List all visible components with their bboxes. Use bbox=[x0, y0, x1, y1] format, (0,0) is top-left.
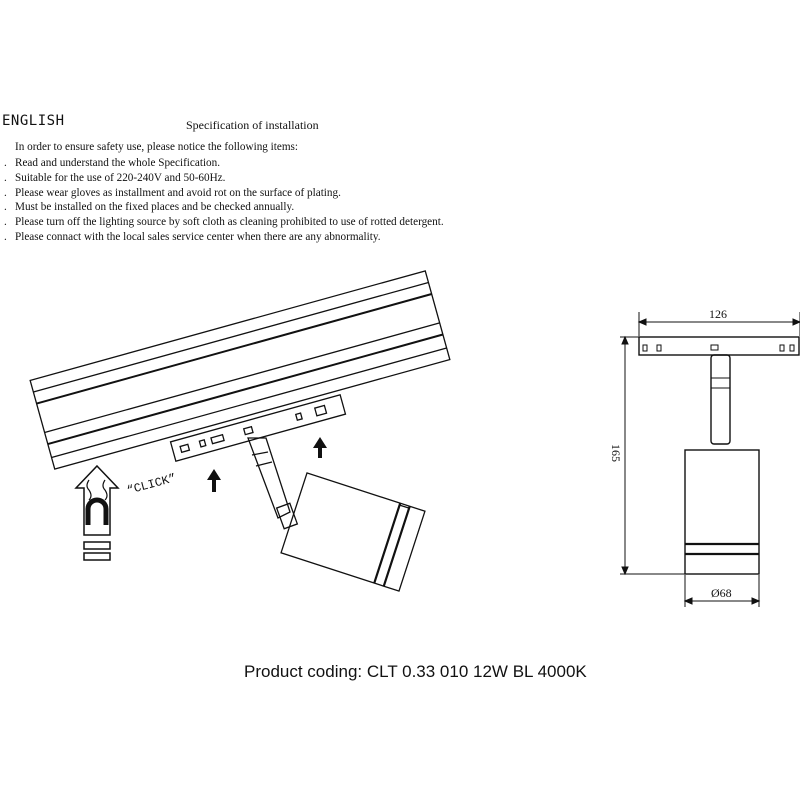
horseshoe-magnet-icon bbox=[85, 497, 109, 525]
track-rail bbox=[29, 270, 451, 470]
diameter-dimension-label: Ø68 bbox=[711, 586, 732, 600]
adapter-pin bbox=[179, 443, 191, 454]
list-item-text: Must be installed on the fixed places an… bbox=[15, 201, 295, 214]
list-item: . Read and understand the whole Specifica… bbox=[4, 156, 444, 171]
list-item: . Suitable for the use of 220-240V and 50… bbox=[4, 171, 444, 186]
list-item-text: Please connact with the local sales serv… bbox=[15, 230, 381, 243]
rail-line bbox=[47, 333, 444, 446]
track-adapter bbox=[169, 394, 347, 462]
adapter-pin bbox=[294, 412, 303, 422]
list-item: . Please connact with the local sales ser… bbox=[4, 230, 444, 245]
adapter-pin bbox=[779, 344, 785, 352]
rail-body bbox=[29, 270, 451, 470]
magnetic-wave-icon bbox=[102, 479, 108, 501]
list-item-text: Please turn off the lighting source by s… bbox=[15, 216, 444, 229]
lamp-ring bbox=[399, 504, 410, 509]
adapter-pin bbox=[789, 344, 795, 352]
magnetic-wave-icon bbox=[86, 479, 92, 501]
push-up-arrow-icon bbox=[313, 437, 327, 458]
arrowhead bbox=[637, 318, 800, 326]
lamp-body-front bbox=[684, 449, 760, 575]
safety-list: . Read and understand the whole Specifica… bbox=[4, 156, 444, 245]
adapter-pin bbox=[198, 439, 207, 448]
magnet-plate-icon bbox=[83, 552, 111, 561]
intro-text: In order to ensure safety use, please no… bbox=[15, 141, 299, 153]
push-up-arrow-icon bbox=[207, 469, 221, 492]
rail-line bbox=[36, 293, 432, 405]
bullet: . bbox=[4, 186, 7, 199]
rail-line bbox=[44, 322, 440, 434]
track-adapter-front bbox=[638, 336, 800, 356]
stem-joint bbox=[255, 461, 273, 467]
bullet: . bbox=[4, 216, 7, 229]
list-item: . Please wear gloves as installment and a… bbox=[4, 186, 444, 201]
list-item-text: Read and understand the whole Specificat… bbox=[15, 157, 221, 169]
language-heading: ENGLISH bbox=[2, 113, 65, 129]
lamp-stem bbox=[247, 437, 299, 530]
arrowhead bbox=[683, 597, 761, 605]
magnet-icon bbox=[74, 464, 120, 561]
dimension-drawing bbox=[620, 312, 800, 607]
bullet: . bbox=[4, 171, 7, 184]
lamp-ring bbox=[382, 505, 411, 587]
adapter-pin bbox=[313, 404, 328, 417]
product-coding: Product coding: CLT 0.33 010 12W BL 4000… bbox=[244, 662, 587, 681]
stem-front bbox=[710, 354, 731, 445]
adapter-pin bbox=[242, 425, 254, 436]
width-dimension-label: 126 bbox=[709, 307, 727, 321]
stem-hinge bbox=[275, 502, 299, 530]
rail-line bbox=[33, 281, 429, 393]
stem-arm bbox=[247, 437, 291, 519]
magnet-plate-icon bbox=[83, 541, 111, 550]
list-item-text: Please wear gloves as installment and av… bbox=[15, 186, 341, 199]
list-item-text: Suitable for the use of 220-240V and 50-… bbox=[15, 171, 226, 184]
adapter-pin bbox=[710, 344, 719, 351]
adapter-pin bbox=[210, 433, 225, 445]
list-item: . Must be installed on the fixed places a… bbox=[4, 200, 444, 215]
adapter-pin bbox=[656, 344, 662, 352]
lamp-body bbox=[280, 472, 426, 592]
document-title: Specification of installation bbox=[186, 118, 319, 132]
list-item: . Please turn off the lighting source by … bbox=[4, 215, 444, 230]
lamp-head bbox=[280, 472, 426, 592]
rail-line bbox=[51, 347, 447, 459]
height-dimension-label: 165 bbox=[609, 444, 623, 462]
lamp-ring bbox=[373, 502, 402, 584]
click-label: “CLICK” bbox=[125, 471, 177, 498]
bullet: . bbox=[4, 157, 7, 169]
arrowhead bbox=[621, 335, 629, 576]
bullet: . bbox=[4, 201, 7, 214]
adapter-pin bbox=[642, 344, 648, 352]
stem-joint bbox=[251, 451, 269, 456]
bullet: . bbox=[4, 230, 7, 243]
magnet-up-arrow-icon bbox=[74, 464, 120, 536]
